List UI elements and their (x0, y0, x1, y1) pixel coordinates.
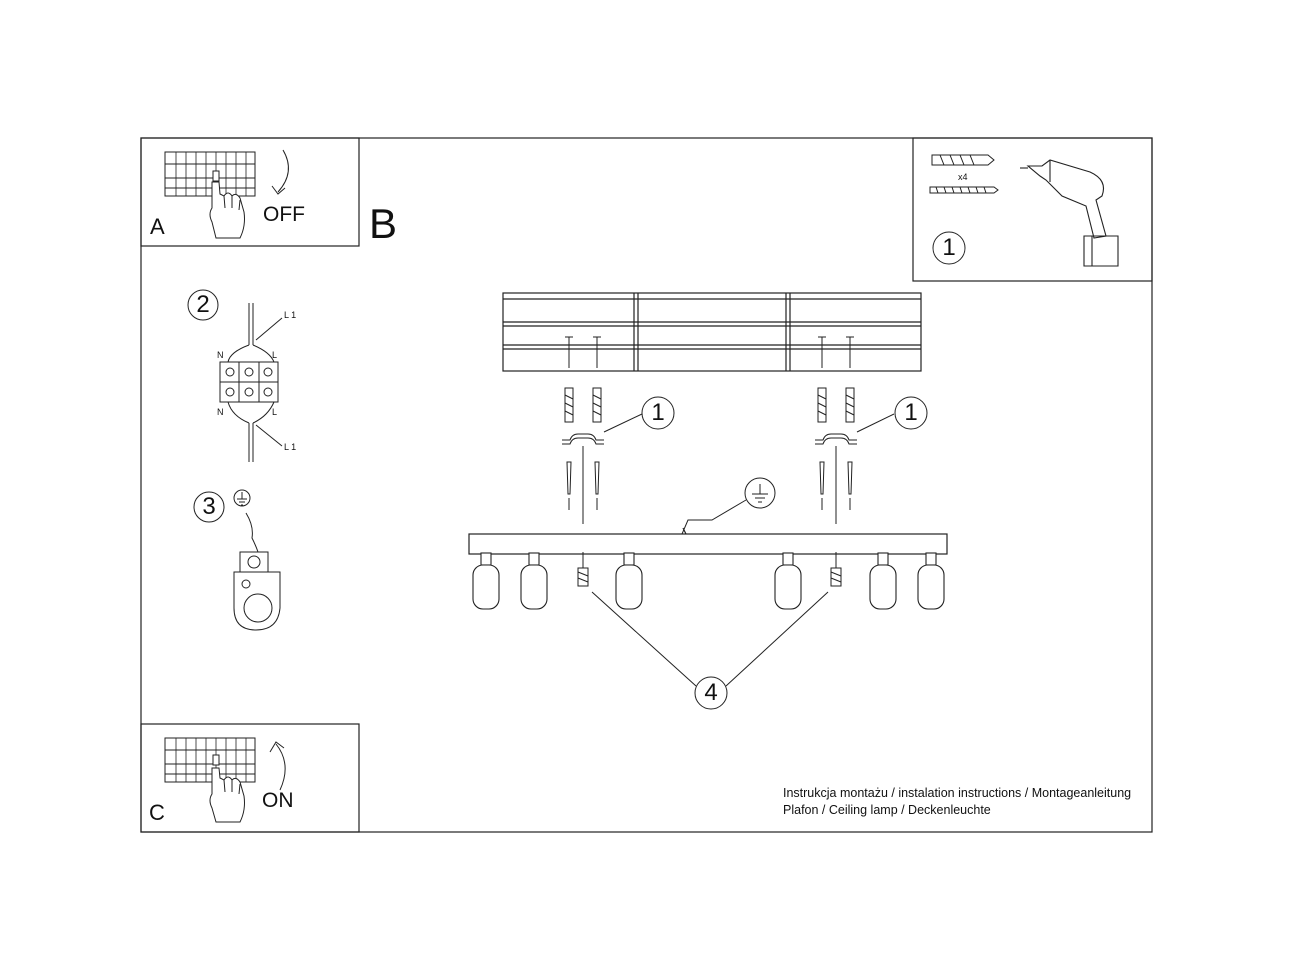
fixing-screws-icon (577, 552, 842, 710)
panel-c-letter: C (149, 800, 165, 825)
footer-title: Instrukcja montażu / instalation instruc… (783, 786, 1132, 800)
dowel-screw-icon (929, 154, 999, 194)
lamp-bar-icon (468, 527, 948, 555)
wire-label-l1-top: L 1 (284, 310, 297, 320)
ceiling-section-icon (502, 292, 922, 372)
wire-label-l-top: L (272, 350, 278, 360)
earth-terminal-icon (193, 489, 281, 631)
mounting-hardware-left (562, 336, 675, 524)
step-number-four: 4 (704, 679, 718, 706)
spotlight-heads (472, 552, 945, 610)
step-number-three: 3 (202, 493, 216, 520)
step-number-one-right: 1 (904, 399, 918, 426)
step-number-kit: 1 (942, 234, 956, 261)
kit-quantity-label: x4 (958, 172, 968, 182)
panel-a-switch-label: OFF (263, 203, 305, 226)
outer-frame (140, 137, 1153, 833)
terminal-block-icon (187, 289, 283, 462)
mounting-hardware-right (815, 336, 928, 524)
wire-label-l1-bottom: L 1 (284, 442, 297, 452)
drill-icon (1020, 159, 1119, 267)
step-number-one-left: 1 (651, 399, 665, 426)
panel-c-box (140, 723, 360, 833)
panel-a-letter: A (150, 214, 165, 239)
breaker-panel-a-icon (164, 149, 289, 239)
panel-c-switch-label: ON (262, 789, 294, 812)
kit-box (912, 137, 1153, 282)
footer-subtitle: Plafon / Ceiling lamp / Deckenleuchte (783, 803, 991, 817)
wire-label-n-top: N (217, 350, 224, 360)
step-number-two: 2 (196, 291, 210, 318)
wire-label-n-bottom: N (217, 407, 224, 417)
wire-label-l-bottom: L (272, 407, 278, 417)
earth-symbol-icon (681, 477, 776, 535)
panel-b-letter: B (369, 200, 398, 247)
panel-a-box (140, 137, 360, 247)
breaker-panel-c-icon (164, 737, 286, 823)
